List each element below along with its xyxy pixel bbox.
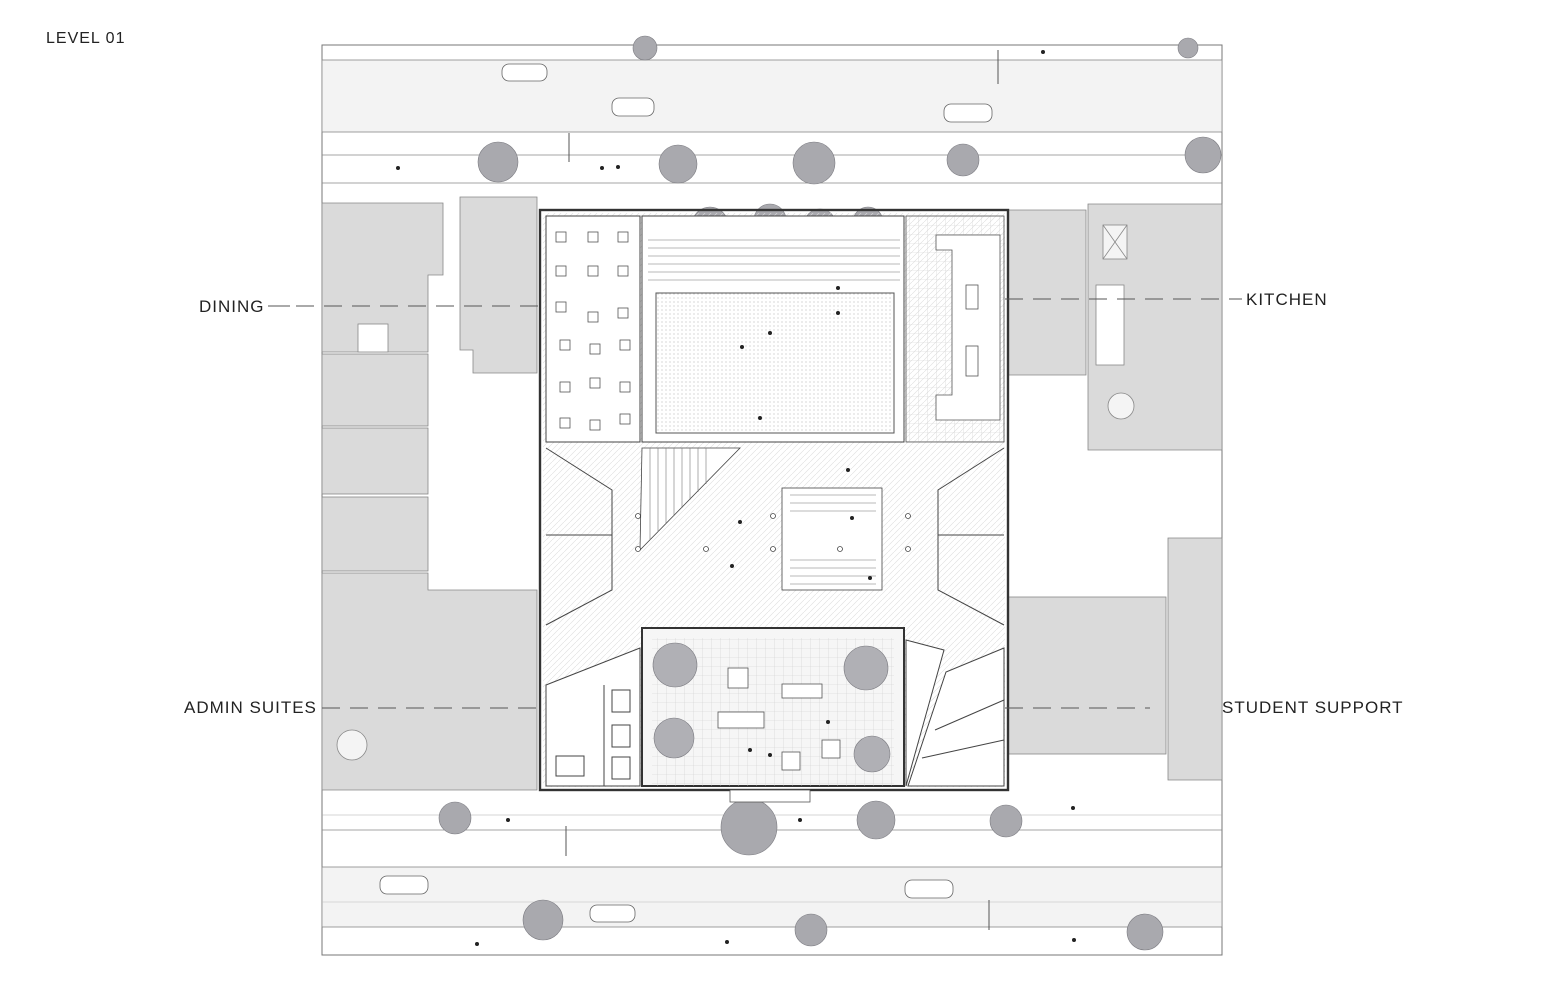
- neighbor-buildings-right: [336, 203, 1223, 781]
- garden-court: [641, 627, 905, 803]
- admin-suites: [545, 647, 641, 787]
- kitchen: [905, 215, 1005, 443]
- drawing-title: LEVEL 01: [46, 30, 126, 47]
- neighbor-buildings-left: [321, 196, 538, 791]
- leader-lines: [268, 298, 1242, 709]
- top-street: [321, 59, 1223, 184]
- dining-hall: [545, 215, 641, 443]
- label-kitchen: KITCHEN: [1246, 290, 1328, 309]
- student-support: [905, 639, 1005, 787]
- central-courtyard: [641, 215, 905, 443]
- label-admin-suites: ADMIN SUITES: [184, 698, 317, 717]
- bottom-street: [321, 814, 1223, 928]
- people: [396, 50, 1076, 946]
- label-student-support: STUDENT SUPPORT: [1222, 698, 1404, 717]
- restrooms: [545, 447, 1005, 626]
- columns: [635, 513, 911, 552]
- label-dining: DINING: [199, 297, 265, 316]
- light-poles: [565, 50, 999, 930]
- cars: [379, 63, 993, 923]
- atrium: [639, 447, 883, 591]
